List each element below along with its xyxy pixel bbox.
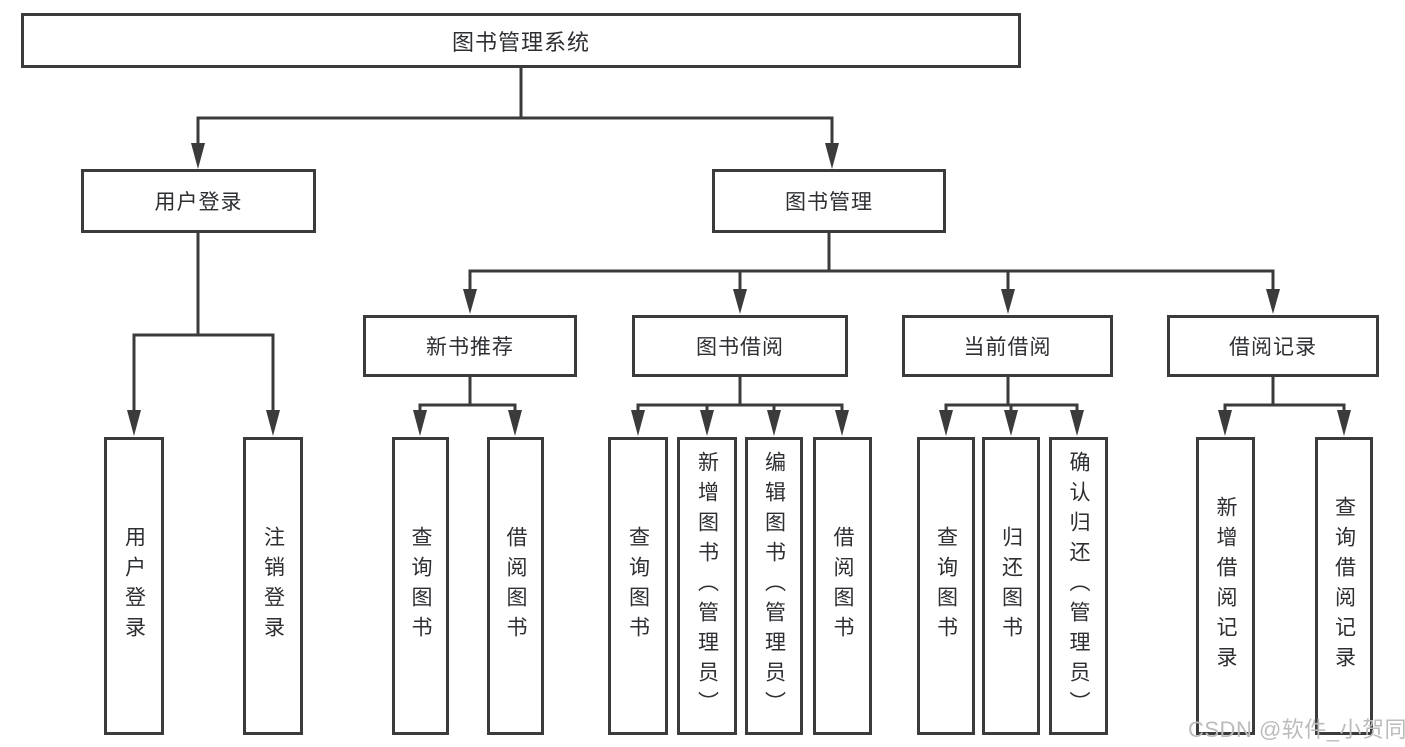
leaf-return-books: 归还图书 <box>982 437 1040 735</box>
leaf-user-login: 用户登录 <box>104 437 164 735</box>
leaf-borrow-books-borrowing: 借阅图书 <box>813 437 872 735</box>
root-node-label: 图书管理系统 <box>451 29 590 55</box>
leaf-add-borrow-record: 新增借阅记录 <box>1196 437 1255 735</box>
leaf-logout: 注销登录 <box>243 437 303 735</box>
arrowheads <box>127 143 1351 436</box>
node-current-borrowing: 当前借阅 <box>902 315 1113 377</box>
node-borrowing-records: 借阅记录 <box>1167 315 1379 377</box>
watermark-text: CSDN @软件_小贺同学 <box>1188 717 1405 742</box>
leaf-query-books-recommend: 查询图书 <box>392 437 449 735</box>
leaf-query-books-borrowing: 查询图书 <box>608 437 668 735</box>
leaf-borrow-books-recommend: 借阅图书 <box>487 437 544 735</box>
node-current-borrowing-label: 当前借阅 <box>963 336 1052 359</box>
node-new-book-recommendation-label: 新书推荐 <box>426 336 514 359</box>
node-user-login: 用户登录 <box>81 169 316 233</box>
node-book-management-label: 图书管理 <box>785 191 873 214</box>
node-user-login-label: 用户登录 <box>154 191 243 214</box>
node-book-borrowing: 图书借阅 <box>632 315 848 377</box>
node-borrowing-records-label: 借阅记录 <box>1229 336 1317 359</box>
node-book-borrowing-label: 图书借阅 <box>696 336 784 359</box>
node-new-book-recommendation: 新书推荐 <box>363 315 577 377</box>
leaf-confirm-return-admin: 确认归还（管理员） <box>1049 437 1108 735</box>
leaf-query-borrow-record: 查询借阅记录 <box>1315 437 1373 735</box>
root-node: 图书管理系统 <box>21 13 1021 68</box>
leaf-edit-book-admin: 编辑图书（管理员） <box>745 437 803 735</box>
node-book-management: 图书管理 <box>712 169 946 233</box>
leaf-add-book-admin: 新增图书（管理员） <box>677 437 737 735</box>
leaf-query-books-current: 查询图书 <box>917 437 975 735</box>
